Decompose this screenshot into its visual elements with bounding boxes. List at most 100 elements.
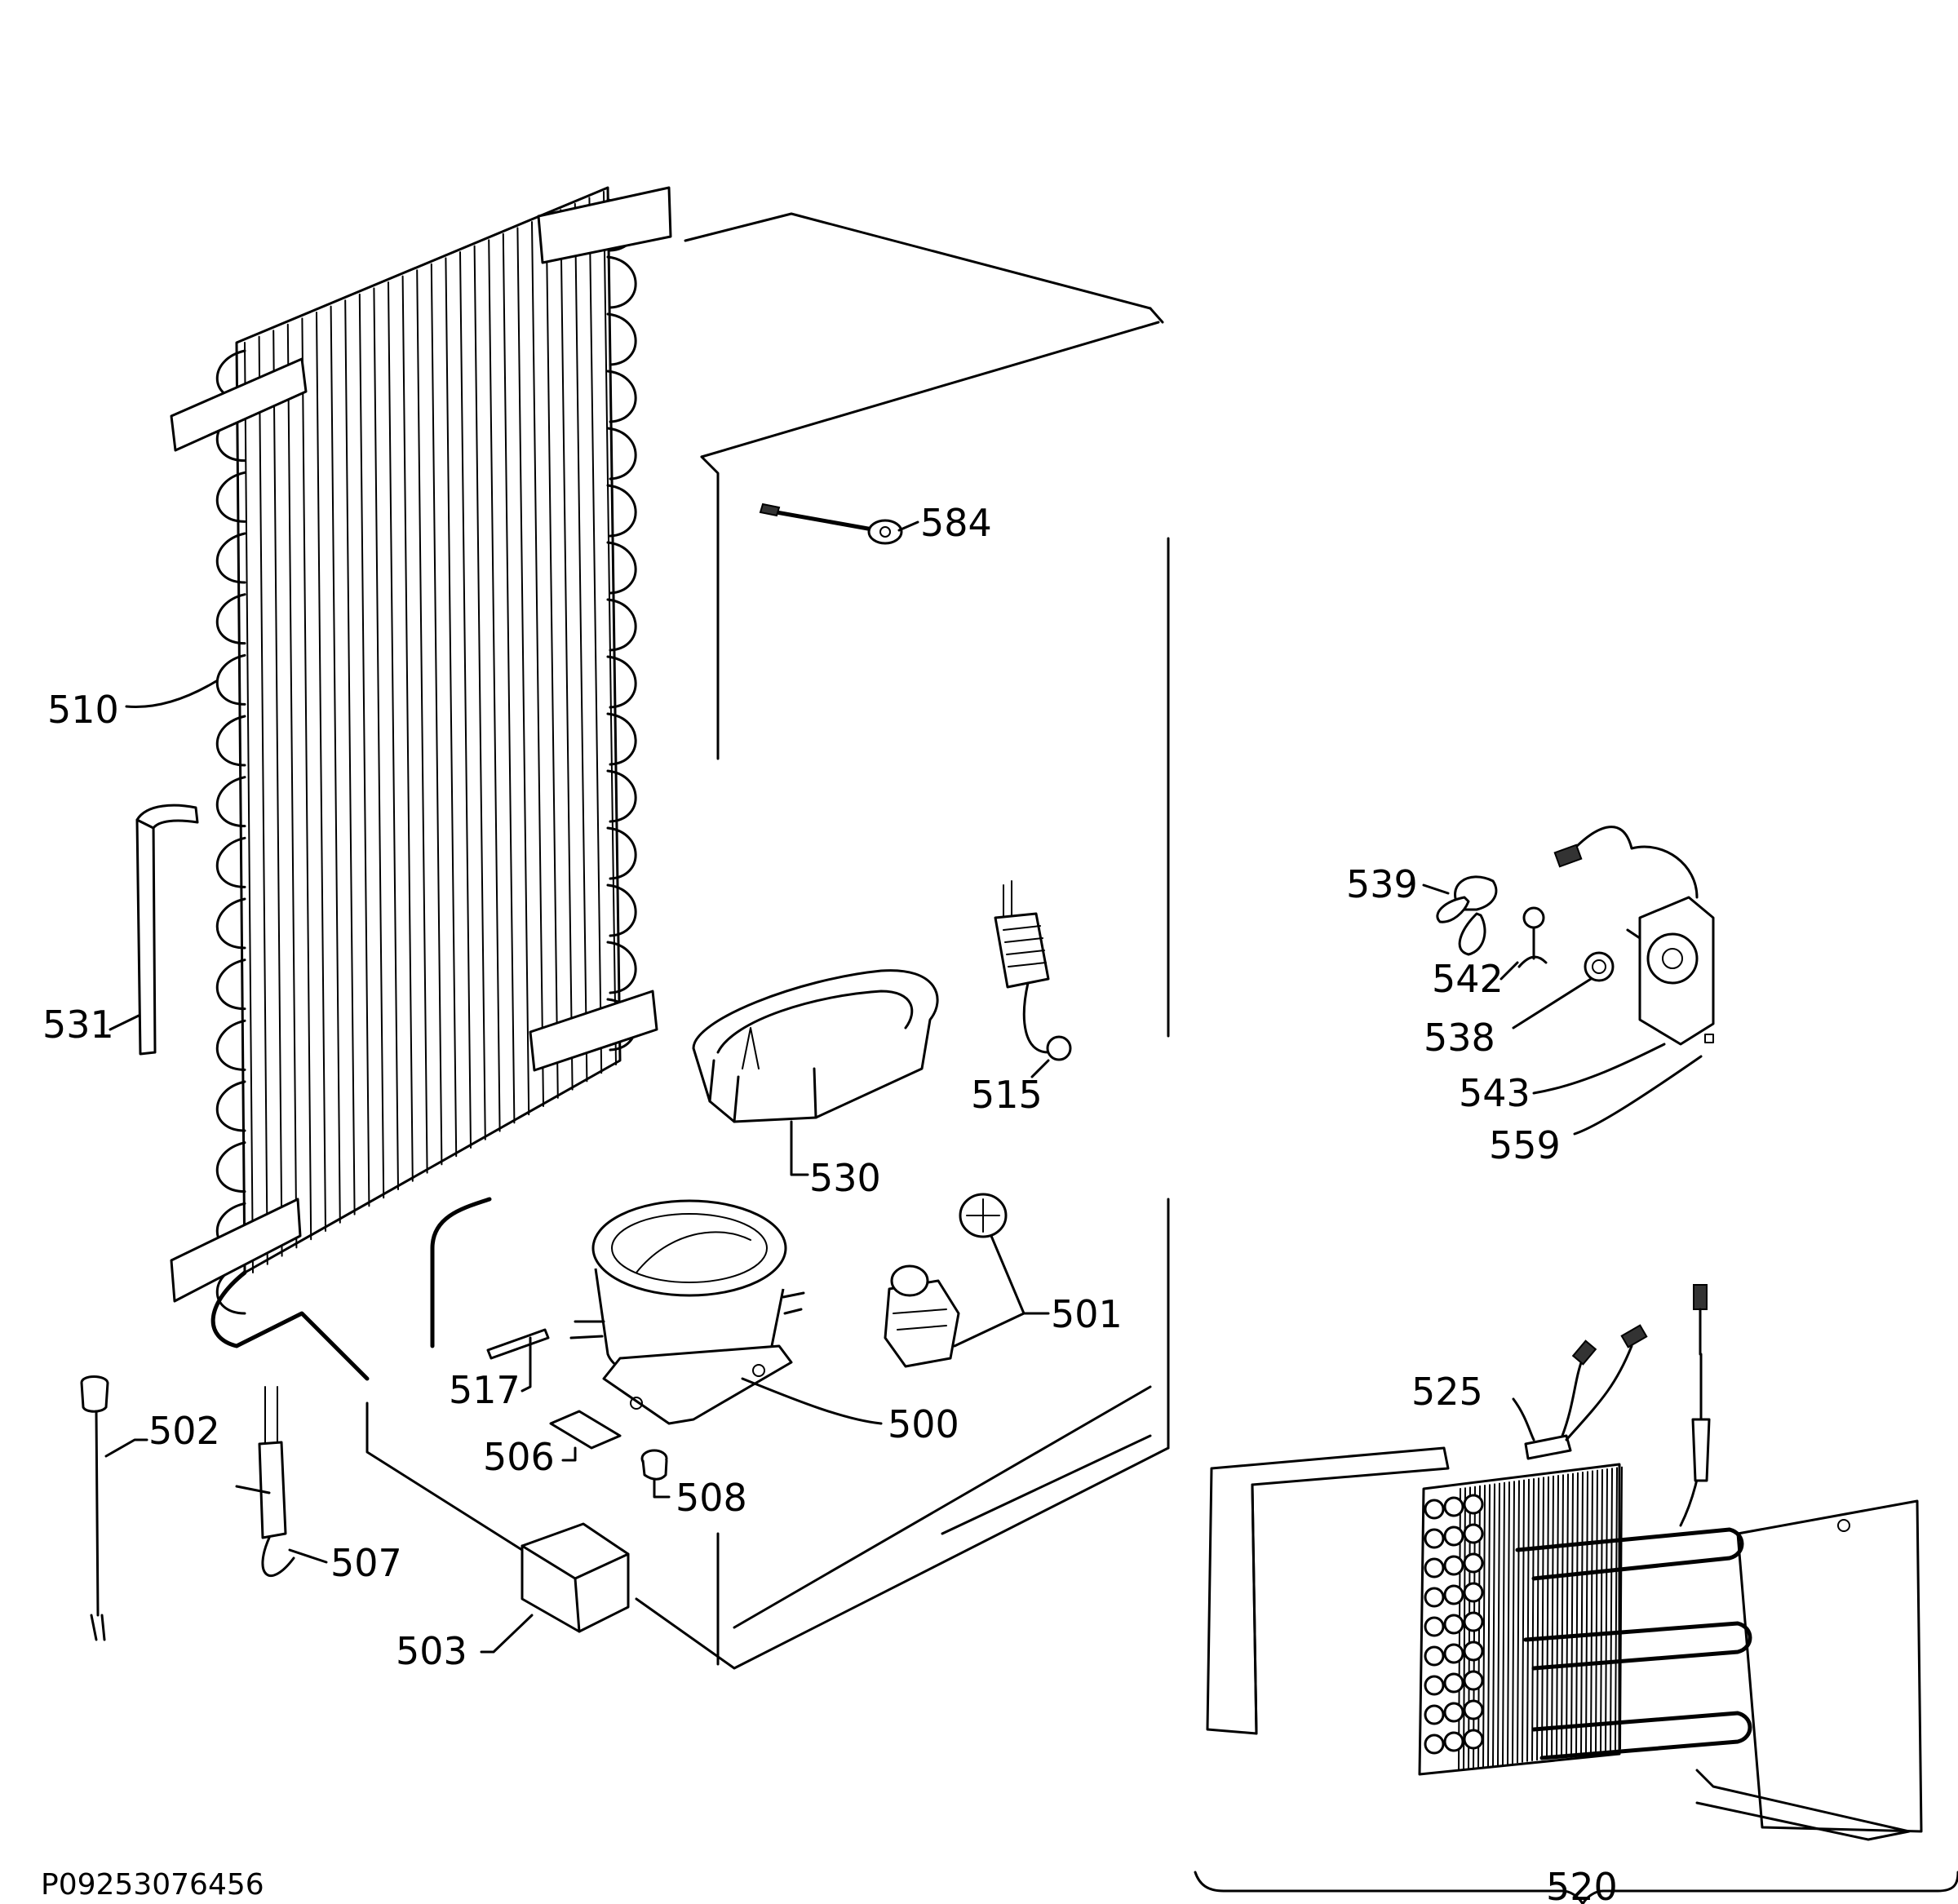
document-code: P09253076456 xyxy=(41,1868,264,1902)
condenser-wire xyxy=(272,330,283,1257)
evaporator-fin xyxy=(1580,1472,1584,1755)
evaporator-tube-end xyxy=(1443,1672,1464,1694)
evaporator-tube-end xyxy=(1443,1643,1464,1664)
evaporator-fin xyxy=(1561,1474,1564,1758)
evaporator-tube-end xyxy=(1424,1557,1445,1579)
condenser-loop xyxy=(606,598,637,652)
evaporator-fin xyxy=(1492,1483,1495,1767)
evaporator-fin xyxy=(1556,1475,1559,1758)
condenser-loop xyxy=(606,312,637,366)
part-503-box xyxy=(365,1401,630,1654)
condenser-wire xyxy=(401,275,414,1182)
part-507-filter xyxy=(235,1386,328,1577)
condenser-wire xyxy=(603,191,617,1065)
label-517: 517 xyxy=(449,1368,521,1412)
evaporator-fin xyxy=(1585,1471,1588,1755)
part-515-heater xyxy=(994,880,1072,1078)
evaporator-fin xyxy=(1610,1468,1613,1751)
condenser-loop xyxy=(606,712,637,766)
evaporator-fin xyxy=(1502,1481,1505,1765)
evaporator-tube-end xyxy=(1443,1731,1464,1752)
evaporator-tube-end xyxy=(1463,1699,1484,1720)
evaporator-tube-end xyxy=(1443,1614,1464,1635)
condenser-loop xyxy=(215,776,246,828)
condenser-loop xyxy=(606,769,637,823)
part-501-relay xyxy=(884,1193,1050,1368)
evaporator-tube-end xyxy=(1463,1670,1484,1691)
evaporator-fin xyxy=(1590,1470,1593,1754)
evaporator-tube-end xyxy=(1424,1734,1445,1755)
evaporator-fin xyxy=(1507,1481,1510,1765)
label-501: 501 xyxy=(1051,1292,1123,1336)
condenser-wire xyxy=(388,281,399,1190)
label-539: 539 xyxy=(1346,862,1418,906)
part-530-drip-tray xyxy=(692,969,939,1176)
label-500: 500 xyxy=(888,1402,959,1446)
cabinet-outline xyxy=(635,212,1170,1670)
evaporator-tube-end xyxy=(1443,1555,1464,1576)
condenser-wire xyxy=(473,245,486,1140)
condenser-wire xyxy=(516,227,530,1116)
evaporator-tube-end xyxy=(1463,1523,1484,1544)
condenser-loop xyxy=(215,1080,246,1132)
label-510: 510 xyxy=(47,688,119,732)
condenser-loop xyxy=(215,653,246,706)
label-525: 525 xyxy=(1411,1370,1483,1414)
condenser-loop xyxy=(606,883,637,937)
evaporator-tube-end xyxy=(1424,1499,1445,1520)
fan-motor-assembly xyxy=(1422,826,1715,1136)
evaporator-fin xyxy=(1551,1475,1554,1759)
evaporator-tube-end xyxy=(1424,1645,1445,1667)
evaporator-tube-end xyxy=(1443,1496,1464,1517)
evaporator-fin xyxy=(1536,1477,1539,1761)
label-508: 508 xyxy=(676,1476,747,1520)
condenser-loop xyxy=(215,959,246,1011)
label-507: 507 xyxy=(330,1541,402,1585)
label-542: 542 xyxy=(1432,957,1504,1001)
part-502-sensor xyxy=(80,1375,148,1641)
condenser-loop xyxy=(606,541,637,595)
evaporator-fin xyxy=(1619,1466,1623,1750)
part-584-sensor: 584 xyxy=(759,501,992,545)
evaporator-fin xyxy=(1526,1478,1530,1762)
part-508-grommet xyxy=(640,1449,671,1499)
condenser-loop xyxy=(215,471,246,523)
condenser-wire xyxy=(301,317,312,1241)
condenser-coil xyxy=(170,186,672,1381)
evaporator-tube-end xyxy=(1443,1584,1464,1605)
evaporator-fin xyxy=(1615,1467,1618,1751)
evaporator-tube-end xyxy=(1463,1494,1484,1515)
label-538: 538 xyxy=(1424,1016,1495,1060)
label-503: 503 xyxy=(396,1629,467,1673)
evaporator-tube-end xyxy=(1424,1704,1445,1725)
label-559: 559 xyxy=(1489,1123,1561,1167)
condenser-wire xyxy=(459,251,472,1149)
condenser-wire xyxy=(330,305,341,1224)
condenser-loop xyxy=(215,532,246,584)
evaporator-fin xyxy=(1600,1468,1603,1752)
evaporator-fin xyxy=(1487,1484,1491,1768)
condenser-loop xyxy=(606,941,637,994)
label-515: 515 xyxy=(971,1073,1043,1117)
evaporator-fin xyxy=(1482,1485,1486,1768)
evaporator-fin xyxy=(1570,1472,1574,1756)
evaporator-fin xyxy=(1517,1480,1520,1764)
evaporator-tube-end xyxy=(1424,1587,1445,1608)
evaporator-tube-end xyxy=(1463,1641,1484,1662)
part-506-plate xyxy=(549,1410,622,1462)
condenser-wire xyxy=(244,342,254,1273)
condenser-wire xyxy=(560,209,574,1091)
condenser-wire xyxy=(588,197,603,1074)
condenser-wire xyxy=(488,239,501,1132)
condenser-loop xyxy=(606,255,637,309)
part-517-pin xyxy=(486,1328,550,1393)
evaporator-fin xyxy=(1595,1469,1598,1753)
evaporator-tube-end xyxy=(1424,1528,1445,1549)
evaporator-fin xyxy=(1566,1473,1569,1757)
evaporator-tube-end xyxy=(1463,1729,1484,1750)
condenser-loop xyxy=(606,427,637,480)
label-506: 506 xyxy=(483,1435,555,1479)
label-531: 531 xyxy=(42,1003,114,1047)
evaporator-tube-end xyxy=(1463,1582,1484,1603)
